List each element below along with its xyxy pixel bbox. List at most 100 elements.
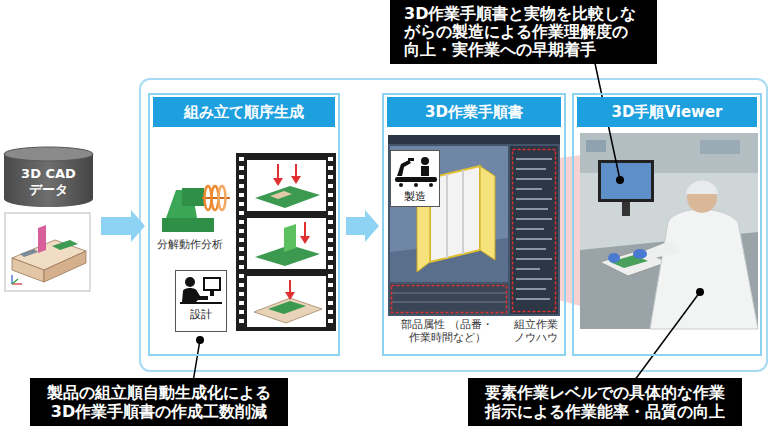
film-strip-part-part xyxy=(239,238,244,242)
viewer-photo-part xyxy=(686,181,718,195)
film-strip-part xyxy=(254,298,322,323)
flow-arrow xyxy=(346,210,379,242)
annotation-label: 部品属性 （品番・作業時間など） xyxy=(384,318,511,344)
designer-icon-part xyxy=(185,277,195,287)
viewer-photo-part xyxy=(598,160,654,202)
viewer-photo-part xyxy=(580,133,758,329)
database-label: 3D CAD データ xyxy=(17,166,81,198)
film-strip-part-part xyxy=(328,274,333,278)
disassembly-machine-icon-part xyxy=(182,188,204,206)
film-strip-part xyxy=(247,160,326,211)
annotation-label: 組立作業 ノウハウ xyxy=(511,318,561,344)
work-instruction-screen-part-part xyxy=(516,288,546,290)
work-instruction-screen-part-part xyxy=(516,268,540,270)
film-strip-part-part xyxy=(328,283,333,287)
film-strip-part-part xyxy=(328,184,333,188)
film-strip-part-part xyxy=(239,265,244,269)
viewer-photo-part xyxy=(633,249,647,259)
film-strip-part xyxy=(300,236,310,244)
film-strip-part-part xyxy=(328,301,333,305)
film-strip-part-part xyxy=(328,157,333,161)
role-label: 設計 xyxy=(178,308,224,322)
work-instruction-screen-part-part xyxy=(516,168,546,170)
designer-icon xyxy=(178,274,224,306)
cad-model-picture-part xyxy=(5,213,90,291)
role-box: 設計 xyxy=(175,270,227,332)
work-instruction-screen-part xyxy=(390,146,508,282)
film-strip-part xyxy=(247,218,326,269)
film-strip-part-part xyxy=(328,175,333,179)
leader-lines-part xyxy=(616,176,624,184)
icon-holder xyxy=(178,274,224,306)
film-strip-part-part xyxy=(328,319,333,323)
callout-text: 3D作業手順書と実物を比較しな がらの製造による作業理解度の 向上・実作業への早… xyxy=(404,5,643,59)
disassembly-machine-icon xyxy=(162,186,230,232)
film-strip-part-part xyxy=(239,220,244,224)
process-panel: 3D作業手順書製造 xyxy=(382,93,566,356)
work-instruction-screen-part-part xyxy=(516,258,552,260)
film-strip-part-part xyxy=(328,193,333,197)
work-instruction-screen-part-part xyxy=(516,188,542,190)
film-strip-part xyxy=(295,164,297,178)
film-strip-part xyxy=(236,153,336,331)
film-strip-part-part xyxy=(239,184,244,188)
film-strip-part-part xyxy=(239,310,244,314)
process-panel: 組み立て順序生成設計 xyxy=(148,93,340,356)
work-instruction-screen-part xyxy=(516,158,552,300)
role-box: 製造 xyxy=(390,150,440,207)
work-instruction-screen-part xyxy=(462,170,464,254)
film-strip-part xyxy=(289,280,291,294)
film-strip-part-part xyxy=(328,292,333,296)
viewer-photo-part xyxy=(601,163,651,199)
work-instruction-screen-part-part xyxy=(516,218,552,220)
cad-model-picture-part xyxy=(12,279,18,284)
film-strip-part-part xyxy=(239,211,244,215)
film-strip-part-part xyxy=(239,283,244,287)
film-strip-part xyxy=(284,224,296,252)
process-panel: 3D手順Viewer xyxy=(572,93,762,356)
cad-model-picture-part xyxy=(12,283,22,284)
film-strip-part-part xyxy=(239,202,244,206)
manufacturing-icon-part xyxy=(397,160,411,176)
work-instruction-screen-part xyxy=(446,174,448,258)
film-strip-part xyxy=(273,178,283,186)
panel-header: 組み立て順序生成 xyxy=(153,97,335,127)
annotation-label: 分解動作分析 xyxy=(154,238,226,251)
work-instruction-screen-part-part xyxy=(516,298,550,300)
cad-model-picture xyxy=(5,213,90,291)
film-strip-part-part xyxy=(328,238,333,242)
work-instruction-screen-part-part xyxy=(516,238,552,240)
viewer-photo-part xyxy=(586,140,606,152)
manufacturing-icon-part xyxy=(395,177,437,182)
work-instruction-screen-part xyxy=(513,150,556,312)
manufacturing-icon xyxy=(393,154,439,188)
callout-box: 要素作業レベルでの具体的な作業 指示による作業能率・品質の向上 xyxy=(468,378,742,426)
work-instruction-screen-part xyxy=(390,284,508,314)
panel-header: 3D作業手順書 xyxy=(387,97,561,127)
manufacturing-icon-part xyxy=(421,166,429,176)
work-instruction-screen-part-part xyxy=(516,278,552,280)
manufacturing-icon-part xyxy=(408,158,414,161)
film-strip-part-part xyxy=(239,292,244,296)
work-instruction-screen-part xyxy=(510,146,558,314)
cad-model-picture-part xyxy=(20,249,38,257)
work-instruction-screen-part xyxy=(392,286,507,313)
film-strip-part-part xyxy=(328,265,333,269)
work-instruction-screen-part-part xyxy=(516,208,548,210)
leader-lines-part xyxy=(196,336,204,344)
film-strip-part-part xyxy=(328,229,333,233)
film-strip-part xyxy=(268,301,306,314)
manufacturing-icon-part xyxy=(399,183,403,187)
cad-model-picture-part xyxy=(52,240,78,250)
viewer-photo-part xyxy=(650,209,758,329)
work-instruction-screen-part xyxy=(388,135,560,316)
disassembly-machine-icon-part xyxy=(219,186,226,210)
viewer-photo-part xyxy=(642,240,680,260)
role-label: 製造 xyxy=(393,190,437,204)
film-strip-part xyxy=(277,164,279,180)
cylinder-shape-part xyxy=(4,147,93,161)
leader-lines-part xyxy=(696,288,704,296)
